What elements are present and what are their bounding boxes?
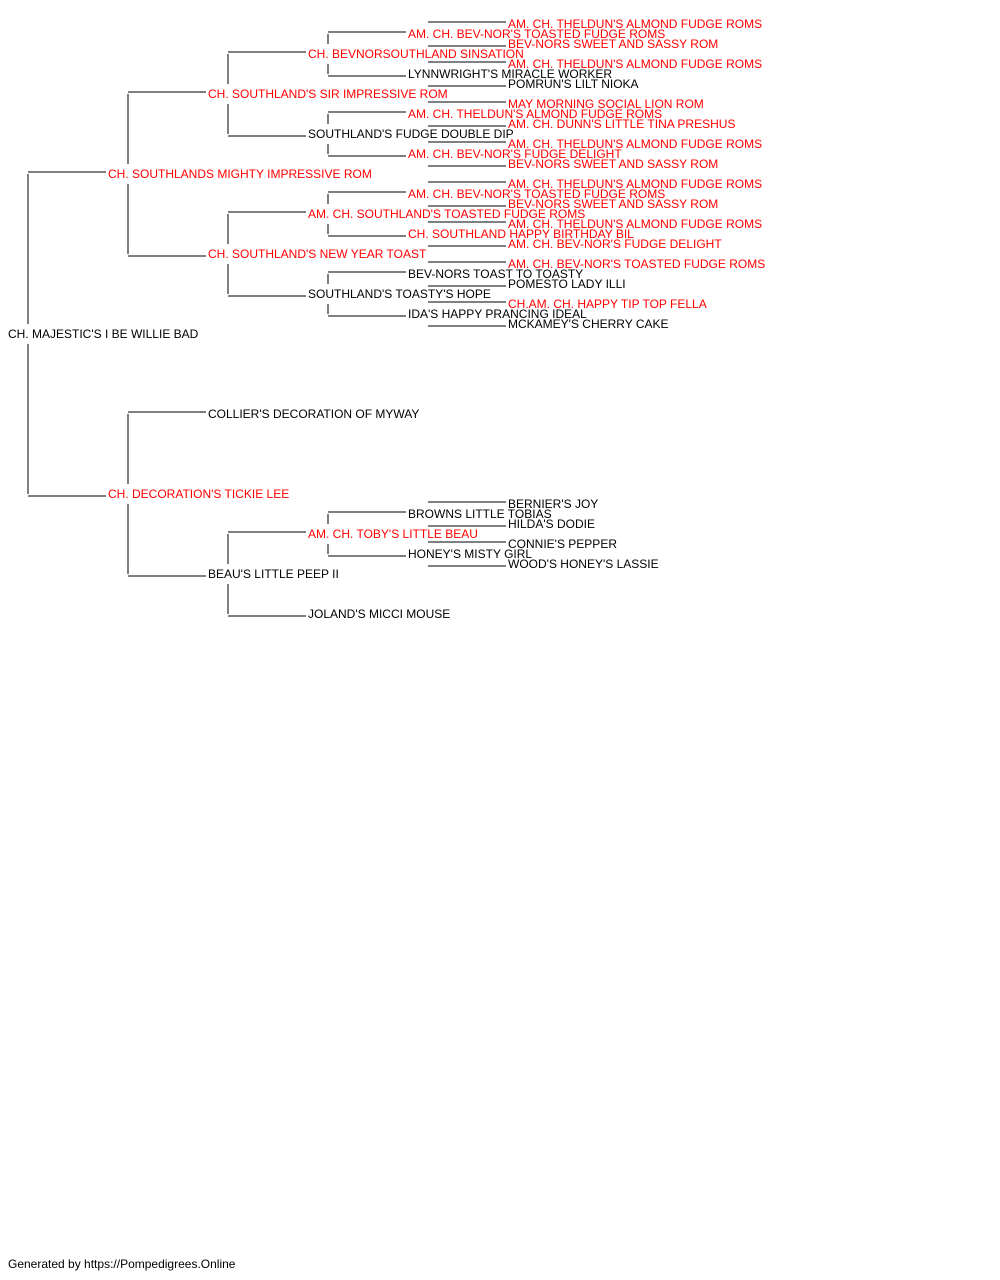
- ancestor-name-gen4: HONEY'S MISTY GIRL: [408, 547, 532, 561]
- generated-by-footer: Generated by https://Pompedigrees.Online: [8, 1257, 236, 1271]
- ancestor-name-gen5: AM. CH. BEV-NOR'S TOASTED FUDGE ROMS: [508, 257, 765, 271]
- ancestor-name-gen4: BEV-NORS TOAST TO TOASTY: [408, 267, 583, 281]
- ancestor-name-gen4: AM. CH. BEV-NOR'S TOASTED FUDGE ROMS: [408, 27, 665, 41]
- ancestor-name-gen5: POMRUN'S LILT NIOKA: [508, 77, 639, 91]
- ancestor-name-gen5: CH.AM. CH. HAPPY TIP TOP FELLA: [508, 297, 707, 311]
- ancestor-name-gen2: COLLIER'S DECORATION OF MYWAY: [208, 407, 419, 421]
- ancestor-name-gen4: IDA'S HAPPY PRANCING IDEAL: [408, 307, 587, 321]
- ancestor-name-gen5: POMESTO LADY ILLI: [508, 277, 626, 291]
- ancestor-name-gen4: LYNNWRIGHT'S MIRACLE WORKER: [408, 67, 612, 81]
- ancestor-name-gen5: HILDA'S DODIE: [508, 517, 595, 531]
- ancestor-name-gen5: MAY MORNING SOCIAL LION ROM: [508, 97, 704, 111]
- ancestor-name-gen5: AM. CH. BEV-NOR'S FUDGE DELIGHT: [508, 237, 722, 251]
- ancestor-name-gen5: AM. CH. THELDUN'S ALMOND FUDGE ROMS: [508, 177, 762, 191]
- ancestor-name-gen4: CH. SOUTHLAND HAPPY BIRTHDAY BIL: [408, 227, 634, 241]
- ancestor-name-gen3: JOLAND'S MICCI MOUSE: [308, 607, 450, 621]
- ancestor-name-gen3: AM. CH. TOBY'S LITTLE BEAU: [308, 527, 478, 541]
- ancestor-name-gen4: AM. CH. BEV-NOR'S FUDGE DELIGHT: [408, 147, 622, 161]
- ancestor-name-gen1: CH. DECORATION'S TICKIE LEE: [108, 487, 289, 501]
- ancestor-name-gen5: AM. CH. THELDUN'S ALMOND FUDGE ROMS: [508, 137, 762, 151]
- ancestor-name-gen5: AM. CH. DUNN'S LITTLE TINA PRESHUS: [508, 117, 735, 131]
- ancestor-name-gen5: AM. CH. THELDUN'S ALMOND FUDGE ROMS: [508, 217, 762, 231]
- ancestor-name-gen3: SOUTHLAND'S FUDGE DOUBLE DIP: [308, 127, 514, 141]
- ancestor-name-gen5: AM. CH. THELDUN'S ALMOND FUDGE ROMS: [508, 17, 762, 31]
- subject-dog-name: CH. MAJESTIC'S I BE WILLIE BAD: [8, 327, 199, 341]
- ancestor-name-gen2: CH. SOUTHLAND'S NEW YEAR TOAST: [208, 247, 427, 261]
- ancestor-name-gen5: MCKAMEY'S CHERRY CAKE: [508, 317, 669, 331]
- ancestor-name-gen4: AM. CH. BEV-NOR'S TOASTED FUDGE ROMS: [408, 187, 665, 201]
- ancestor-name-gen4: BROWNS LITTLE TOBIAS: [408, 507, 552, 521]
- ancestor-name-gen5: BEV-NORS SWEET AND SASSY ROM: [508, 197, 718, 211]
- ancestor-name-gen5: WOOD'S HONEY'S LASSIE: [508, 557, 659, 571]
- ancestor-name-gen5: BEV-NORS SWEET AND SASSY ROM: [508, 37, 718, 51]
- ancestor-name-gen5: AM. CH. THELDUN'S ALMOND FUDGE ROMS: [508, 57, 762, 71]
- ancestor-name-gen3: AM. CH. SOUTHLAND'S TOASTED FUDGE ROMS: [308, 207, 585, 221]
- ancestor-name-gen2: BEAU'S LITTLE PEEP II: [208, 567, 339, 581]
- ancestor-name-gen5: BEV-NORS SWEET AND SASSY ROM: [508, 157, 718, 171]
- ancestor-name-gen2: CH. SOUTHLAND'S SIR IMPRESSIVE ROM: [208, 87, 448, 101]
- ancestor-name-gen3: CH. BEVNORSOUTHLAND SINSATION: [308, 47, 524, 61]
- ancestor-name-gen3: SOUTHLAND'S TOASTY'S HOPE: [308, 287, 491, 301]
- ancestor-name-gen5: CONNIE'S PEPPER: [508, 537, 617, 551]
- ancestor-name-gen1: CH. SOUTHLANDS MIGHTY IMPRESSIVE ROM: [108, 167, 372, 181]
- ancestor-name-gen5: BERNIER'S JOY: [508, 497, 598, 511]
- ancestor-name-gen4: AM. CH. THELDUN'S ALMOND FUDGE ROMS: [408, 107, 662, 121]
